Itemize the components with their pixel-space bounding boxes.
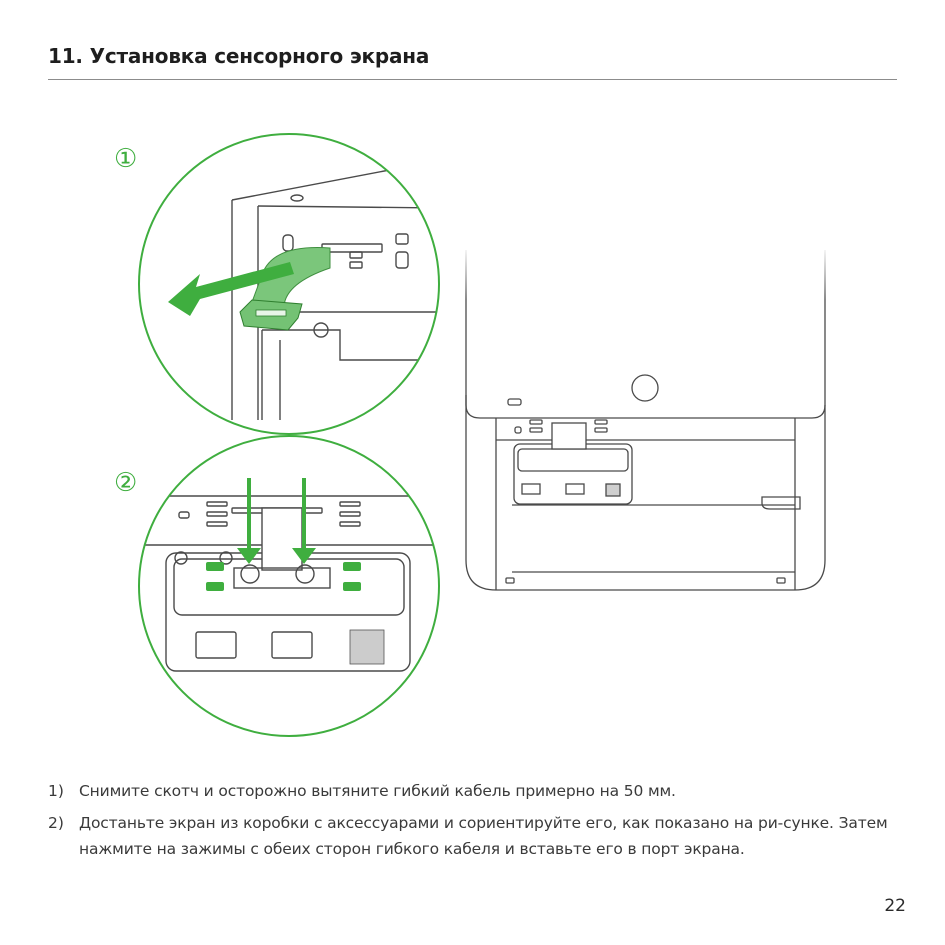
step-text: Снимите скотч и осторожно вытяните гибки… (79, 782, 676, 800)
title-divider (48, 79, 897, 80)
step-number: 2) (48, 814, 64, 832)
step-1-marker: ① (114, 144, 137, 174)
insert-direction-arrows-icon (237, 478, 316, 564)
instruction-list: 1) Снимите скотч и осторожно вытяните ги… (48, 778, 898, 868)
pull-direction-arrow-icon (168, 262, 294, 316)
step-number: 1) (48, 782, 64, 800)
step-text: Достаньте экран из коробки с аксессуарам… (79, 814, 888, 858)
page-number: 22 (884, 896, 906, 916)
installation-illustration: ① ② (114, 133, 832, 737)
instruction-step-2: 2) Достаньте экран из коробки с аксессуа… (48, 810, 898, 862)
page-title: 11. Установка сенсорного экрана (48, 44, 430, 68)
printer-body (465, 250, 826, 591)
step-2-marker: ② (114, 468, 137, 498)
instruction-step-1: 1) Снимите скотч и осторожно вытяните ги… (48, 778, 898, 804)
detail-2-content (139, 436, 439, 736)
